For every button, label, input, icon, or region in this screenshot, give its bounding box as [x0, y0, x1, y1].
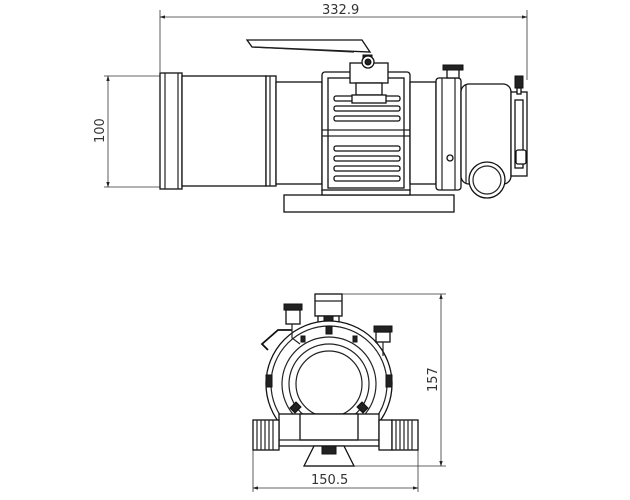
focus-knob: [468, 161, 506, 199]
clamp-knob: [361, 55, 375, 69]
right-lock-knob: [373, 325, 393, 356]
focuser-base: [278, 413, 380, 447]
front-view: 157 150.5: [252, 293, 446, 492]
ring-screws: [265, 325, 393, 414]
side-view: 332.9 100 90: [93, 3, 528, 213]
overall-length-label: 332.9: [322, 3, 359, 18]
tube-ring-clamp: [321, 54, 411, 195]
overall-length-dimension: 332.9: [159, 3, 528, 80]
left-lock-lever: [260, 303, 303, 351]
dovetail-plate: [283, 189, 455, 213]
dew-shield-diameter-label: 100: [93, 118, 108, 143]
handle-rail: [245, 39, 372, 53]
front-width-label: 150.5: [311, 473, 348, 488]
left-focus-knob: [252, 419, 280, 451]
drawtube: [510, 75, 528, 177]
dew-shield-diameter-dimension: 100: [93, 75, 160, 188]
front-height-label: 157: [426, 367, 441, 392]
focuser-body: [409, 64, 512, 191]
main-tube: [275, 81, 323, 185]
right-focus-knob: [378, 419, 419, 451]
front-height-dimension: 157: [336, 293, 446, 467]
dew-shield: [159, 72, 277, 190]
front-dovetail-foot: [302, 445, 356, 467]
